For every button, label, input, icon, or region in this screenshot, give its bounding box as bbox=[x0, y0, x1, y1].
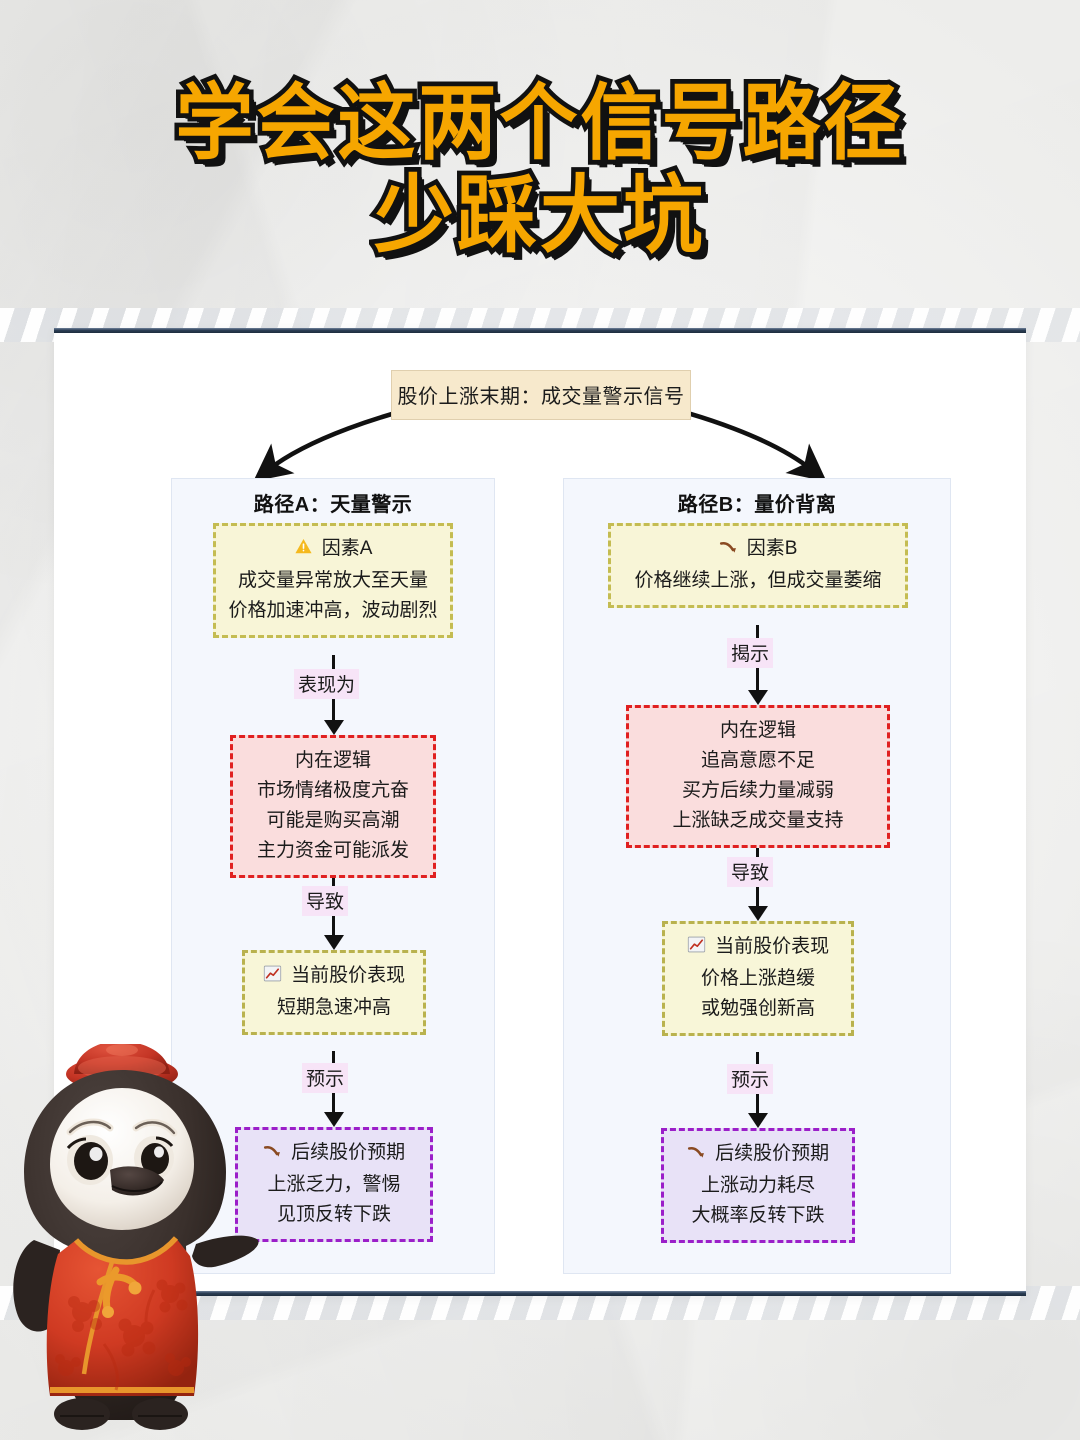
path-b-factor-line2: 价格继续上涨，但成交量萎缩 bbox=[634, 570, 882, 591]
path-a-logic-line3: 可能是购买高潮 bbox=[266, 810, 400, 831]
path-b-expect-node: 后续股价预期 上涨动力耗尽 大概率反转下跌 bbox=[661, 1128, 855, 1243]
path-b-logic-line3: 买方后续力量减弱 bbox=[681, 780, 834, 801]
path-b-edge-label-2: 导致 bbox=[727, 857, 774, 887]
path-a-edge-label-1: 表现为 bbox=[294, 669, 360, 699]
path-a-expect-line2: 上涨乏力，警惕 bbox=[267, 1174, 401, 1195]
path-a-factor-line3: 价格加速冲高，波动剧烈 bbox=[228, 600, 438, 621]
path-b-logic-node: 内在逻辑 追高意愿不足 买方后续力量减弱 上涨缺乏成交量支持 bbox=[626, 705, 890, 848]
path-a-current-node: 当前股价表现 短期急速冲高 bbox=[242, 950, 426, 1035]
penguin-feet bbox=[54, 1398, 188, 1430]
path-a-factor-line2: 成交量异常放大至天量 bbox=[237, 570, 428, 591]
path-a-expect-line3: 见顶反转下跌 bbox=[276, 1204, 391, 1225]
penguin-robe-knot bbox=[96, 1266, 142, 1318]
path-b-edge-label-1: 揭示 bbox=[727, 638, 774, 668]
card-rule-bottom bbox=[54, 1291, 1026, 1296]
path-b-panel: 路径B：量价背离 因素B 价格继续上涨，但成交量萎缩 揭示 bbox=[563, 478, 951, 1274]
path-a-edge-label-3: 预示 bbox=[302, 1063, 349, 1093]
poster-title: 学会这两个信号路径 少踩大坑 bbox=[0, 72, 1080, 269]
path-b-current-line2: 价格上涨趋缓 bbox=[700, 968, 815, 989]
path-b-title: 路径B：量价背离 bbox=[677, 494, 837, 516]
path-b-logic-line2: 追高意愿不足 bbox=[700, 750, 815, 771]
card-rule-top bbox=[54, 328, 1026, 333]
path-a-logic-node: 内在逻辑 市场情绪极度亢奋 可能是购买高潮 主力资金可能派发 bbox=[230, 735, 436, 878]
penguin-robe bbox=[46, 1236, 199, 1396]
chart-up-icon bbox=[687, 934, 706, 964]
path-a-panel: 路径A：天量警示 因素A 成交量异常放大至天量 价格加速冲高，波动剧烈 bbox=[171, 478, 495, 1274]
content-card: 股价上涨末期：成交量警示信号 路径A：天量警示 bbox=[54, 328, 1026, 1296]
path-a-expect-node: 后续股价预期 上涨乏力，警惕 见顶反转下跌 bbox=[235, 1127, 433, 1242]
flow-root-node: 股价上涨末期：成交量警示信号 bbox=[391, 370, 691, 420]
path-b-expect-line1: 后续股价预期 bbox=[715, 1143, 830, 1164]
path-b-logic-line1: 内在逻辑 bbox=[719, 720, 796, 741]
path-a-factor-line1: 因素A bbox=[321, 538, 373, 559]
path-b-current-line1: 当前股价表现 bbox=[715, 936, 830, 957]
path-a-logic-line2: 市场情绪极度亢奋 bbox=[256, 780, 409, 801]
flow-root-label: 股价上涨末期：成交量警示信号 bbox=[397, 386, 685, 408]
title-line-2: 少踩大坑 bbox=[370, 162, 708, 269]
path-a-title: 路径A：天量警示 bbox=[253, 494, 413, 516]
penguin-robe-floral bbox=[55, 1279, 191, 1391]
path-a-logic-line1: 内在逻辑 bbox=[294, 750, 371, 771]
path-b-logic-line4: 上涨缺乏成交量支持 bbox=[672, 810, 844, 831]
trend-down-icon bbox=[263, 1140, 282, 1170]
path-a-logic-line4: 主力资金可能派发 bbox=[256, 840, 409, 861]
penguin-mascot bbox=[13, 1044, 259, 1430]
path-b-edge-label-3: 预示 bbox=[727, 1064, 774, 1094]
trend-down-icon bbox=[687, 1141, 706, 1171]
path-b-current-line3: 或勉强创新高 bbox=[700, 998, 815, 1019]
path-a-current-line2: 短期急速冲高 bbox=[276, 997, 391, 1018]
path-b-factor-node: 因素B 价格继续上涨，但成交量萎缩 bbox=[608, 523, 908, 608]
warning-icon bbox=[294, 536, 313, 566]
chart-up-icon bbox=[263, 963, 282, 993]
path-b-expect-line3: 大概率反转下跌 bbox=[691, 1205, 825, 1226]
title-line-1: 学会这两个信号路径 bbox=[171, 72, 906, 177]
path-a-expect-line1: 后续股价预期 bbox=[291, 1142, 406, 1163]
flowchart: 股价上涨末期：成交量警示信号 路径A：天量警示 bbox=[54, 328, 1026, 1296]
path-b-current-node: 当前股价表现 价格上涨趋缓 或勉强创新高 bbox=[662, 921, 854, 1036]
path-a-factor-node: 因素A 成交量异常放大至天量 价格加速冲高，波动剧烈 bbox=[213, 523, 453, 638]
trend-down-icon bbox=[719, 536, 738, 566]
path-a-current-line1: 当前股价表现 bbox=[291, 965, 406, 986]
path-b-expect-line2: 上涨动力耗尽 bbox=[700, 1175, 815, 1196]
path-a-edge-label-2: 导致 bbox=[302, 886, 349, 916]
path-b-factor-line1: 因素B bbox=[746, 538, 798, 559]
